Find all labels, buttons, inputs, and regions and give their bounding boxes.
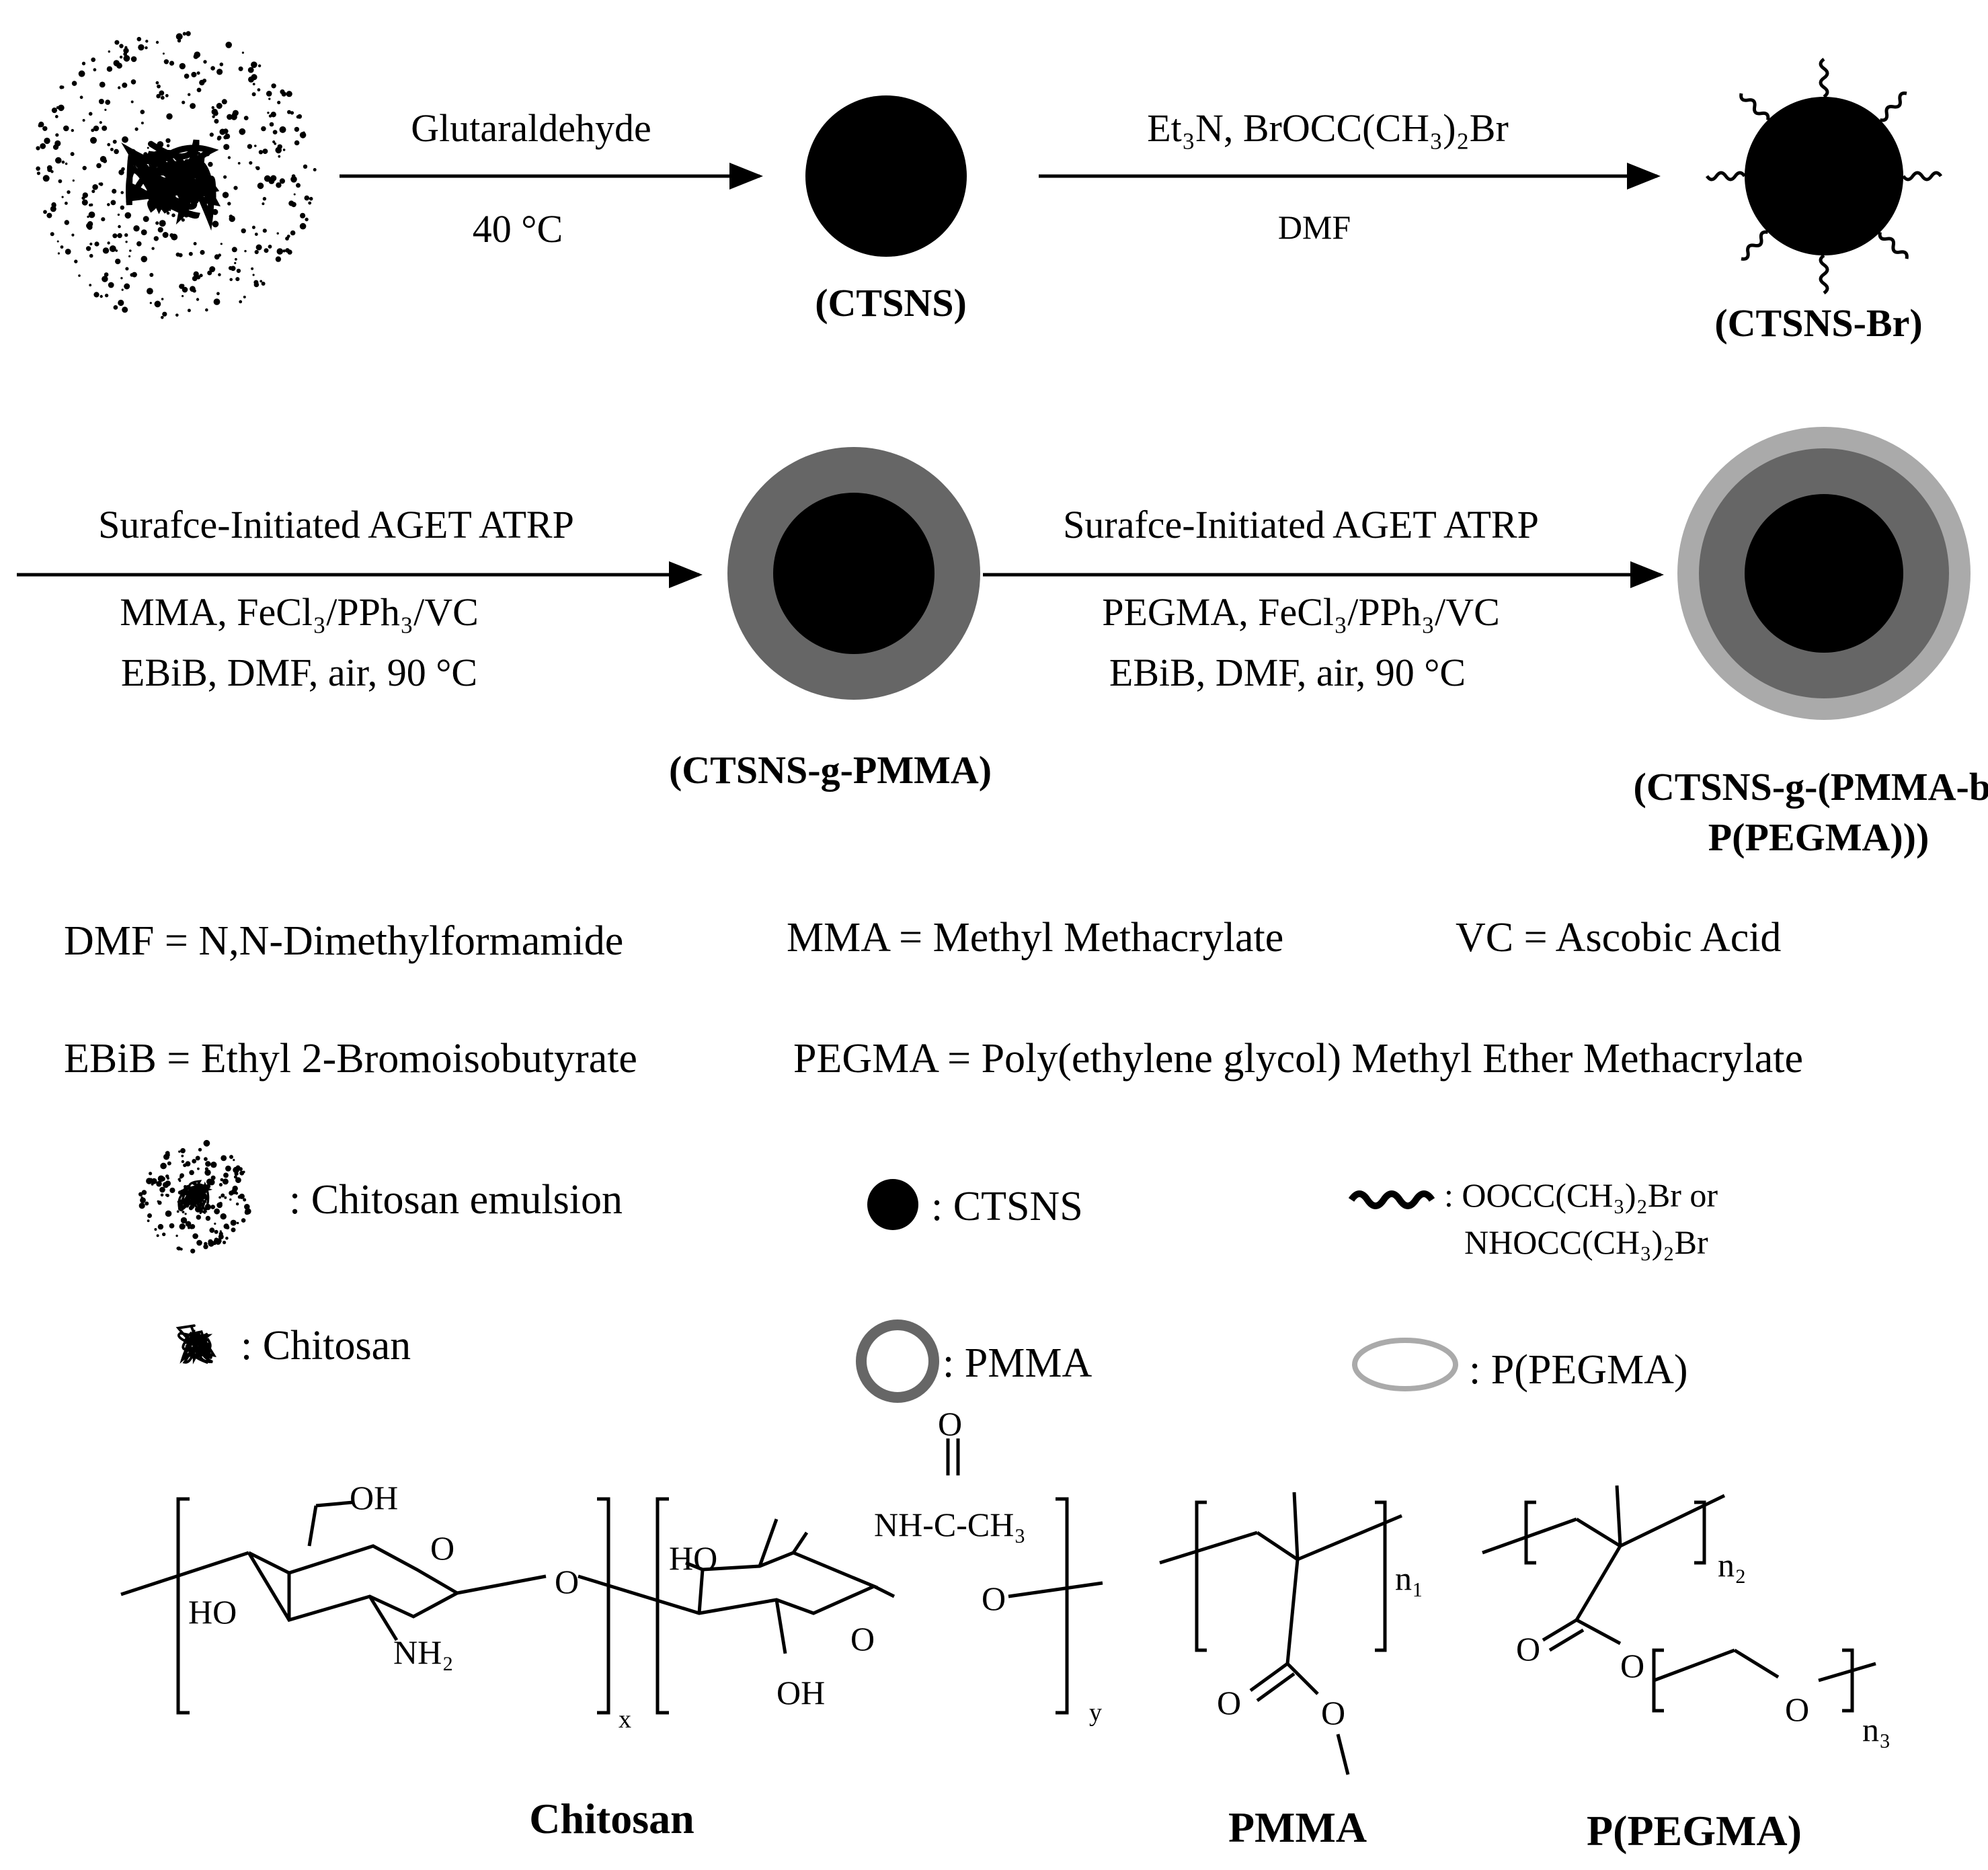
svg-text:O: O	[1217, 1684, 1241, 1721]
legend-initiator-label-line2: NHOCC(CH₃)₂Br	[1464, 1223, 1708, 1261]
ctsns-g-pmma-label: (CTSNS-g-PMMA)	[669, 748, 992, 792]
svg-text:NH-C-CH₃: NH-C-CH₃	[874, 1506, 1026, 1543]
step3-method: Surafce-Initiated AGET ATRP	[98, 503, 574, 546]
chitosan-emulsion-icon	[36, 31, 317, 319]
abbreviation-dmf: DMF = N,N-Dimethylformamide	[64, 918, 623, 964]
svg-text:O: O	[555, 1563, 579, 1600]
ctsns-legend-icon	[867, 1179, 918, 1230]
step1-temperature: 40 °C	[473, 207, 563, 251]
svg-text:O: O	[850, 1620, 875, 1658]
ppegma-structure	[1482, 1485, 1876, 1713]
legend-chitosan-label: : Chitosan	[241, 1323, 411, 1369]
legend-ctsns-label: : CTSNS	[931, 1184, 1083, 1229]
svg-text:O: O	[1321, 1694, 1345, 1732]
step2-solvent: DMF	[1278, 208, 1351, 246]
initiator-chain-icon	[1705, 57, 1943, 295]
pmma-legend-icon	[856, 1319, 939, 1403]
ctsns-g-pmma-b-ppegma-label-line1: (CTSNS-g-(PMMA-b-	[1634, 765, 1988, 809]
pmma-structure-name: PMMA	[1228, 1803, 1367, 1851]
svg-text:O: O	[982, 1580, 1006, 1617]
abbreviation-pegma: PEGMA = Poly(ethylene glycol) Methyl Eth…	[793, 1036, 1803, 1082]
chitosan-structure	[120, 1438, 1103, 1715]
step2-reagents: Et₃N, BrOCC(CH₃)₂Br	[1147, 106, 1509, 150]
initiator-legend-icon	[1348, 1190, 1435, 1209]
legend-initiator-label-line1: : OOCC(CH₃)₂Br or	[1444, 1176, 1718, 1214]
ctsns-g-pmma-particle	[727, 447, 980, 700]
step3-reagents: MMA, FeCl₃/PPh₃/VC	[120, 590, 479, 634]
svg-text:NH₂: NH₂	[393, 1633, 454, 1671]
svg-text:O: O	[1516, 1630, 1540, 1668]
step3-conditions: EBiB, DMF, air, 90 °C	[121, 651, 477, 694]
pmma-structure	[1159, 1492, 1402, 1775]
svg-text:O: O	[430, 1529, 454, 1567]
ctsns-br-label: (CTSNS-Br)	[1714, 301, 1922, 345]
legend-pmma-label: : PMMA	[943, 1340, 1092, 1386]
pmma-atoms: O O n₁	[1217, 1559, 1423, 1732]
legend-ppegma-label: : P(PEGMA)	[1469, 1347, 1688, 1393]
svg-text:O: O	[938, 1405, 962, 1442]
chitosan-emulsion-legend-icon	[138, 1139, 251, 1254]
step4-reagents: PEGMA, FeCl₃/PPh₃/VC	[1102, 590, 1500, 634]
ppegma-atoms: O O O n₂ n₃	[1516, 1546, 1891, 1748]
svg-text:OH: OH	[777, 1674, 825, 1711]
step4-conditions: EBiB, DMF, air, 90 °C	[1109, 651, 1466, 694]
svg-text:OH: OH	[350, 1479, 398, 1516]
abbreviation-vc: VC = Ascobic Acid	[1456, 915, 1781, 961]
abbreviation-mma: MMA = Methyl Methacrylate	[787, 915, 1283, 961]
svg-text:O: O	[1620, 1647, 1644, 1684]
legend-emulsion-label: : Chitosan emulsion	[289, 1177, 623, 1223]
abbreviation-ebib: EBiB = Ethyl 2-Bromoisobutyrate	[64, 1036, 637, 1082]
svg-text:HO: HO	[669, 1539, 717, 1577]
ctsns-g-pmma-b-ppegma-label-line2: P(PEGMA)))	[1708, 815, 1930, 859]
ppegma-legend-icon	[1352, 1338, 1458, 1391]
ctsns-particle	[805, 95, 967, 257]
step4-method: Surafce-Initiated AGET ATRP	[1063, 503, 1539, 546]
chitosan-atoms: OH O HO NH₂ O x HO O OH O NH-C-CH₃ O y	[188, 1405, 1102, 1734]
ppegma-structure-name: P(PEGMA)	[1587, 1807, 1802, 1855]
svg-text:x: x	[619, 1705, 631, 1734]
ctsns-label: (CTSNS)	[815, 281, 967, 325]
chitosan-structure-name: Chitosan	[529, 1795, 694, 1842]
svg-text:O: O	[1785, 1691, 1809, 1728]
svg-text:n₃: n₃	[1862, 1711, 1891, 1748]
svg-text:y: y	[1089, 1699, 1102, 1727]
step1-reagent: Glutaraldehyde	[411, 106, 651, 150]
svg-text:HO: HO	[188, 1593, 237, 1631]
ctsns-g-pmma-b-ppegma-particle	[1677, 427, 1971, 720]
ctsns-br-particle	[1705, 57, 1943, 295]
chitosan-chain-legend-icon	[175, 1324, 217, 1365]
svg-text:n₂: n₂	[1718, 1546, 1746, 1584]
svg-text:n₁: n₁	[1395, 1559, 1423, 1597]
